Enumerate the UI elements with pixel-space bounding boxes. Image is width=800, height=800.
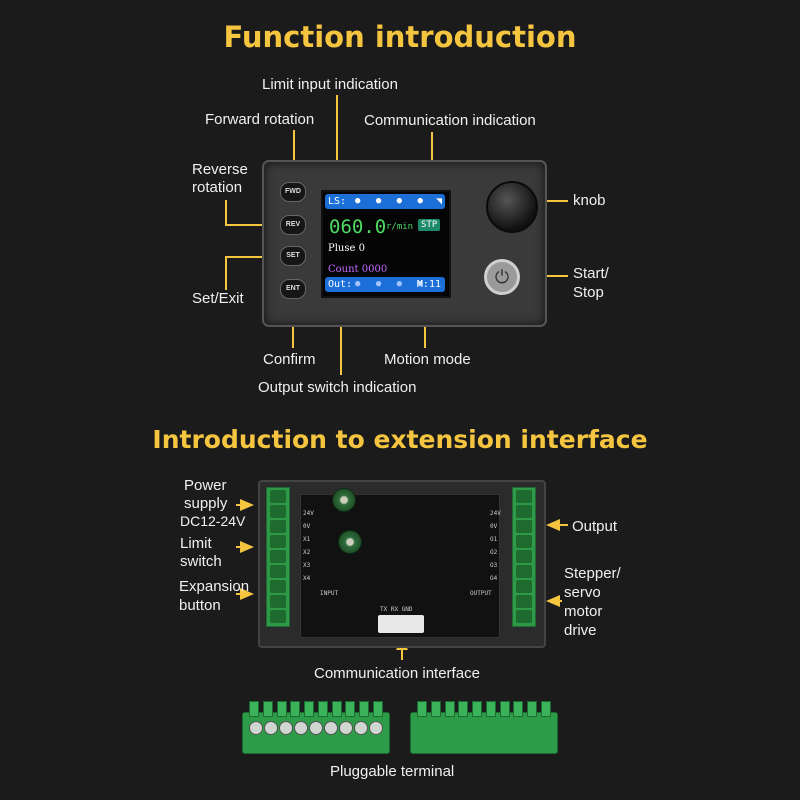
set-button[interactable]: SET (280, 246, 306, 266)
start-stop-label-line2: Stop (573, 284, 604, 301)
silk-comm: TX RX GND (380, 606, 413, 613)
speed-value: 060.0 (329, 216, 387, 238)
pcb (300, 494, 500, 638)
stepper-label-line4: drive (564, 622, 597, 639)
start-stop-label-line1: Start/ (573, 265, 609, 282)
rev-button[interactable]: REV (280, 215, 306, 235)
limit-indicator-dots: ● ● ● ● (355, 196, 428, 206)
silk-right-4: O3 (490, 562, 498, 569)
left-terminal-block (266, 487, 290, 627)
expansion-button-label-line1: Expansion (179, 578, 250, 595)
silk-right-5: O4 (490, 575, 498, 582)
power-supply-voltage: DC12-24V (180, 513, 246, 529)
communication-connector[interactable] (378, 615, 424, 633)
run-state-badge: STP (418, 219, 441, 231)
motion-mode-label: Motion mode (384, 351, 471, 368)
start-stop-button[interactable]: ⏻ (484, 259, 520, 295)
power-supply-label-line2: supply (184, 495, 228, 512)
silk-left-0: 24V (303, 510, 314, 517)
silk-input: INPUT (320, 590, 339, 597)
stepper-label-line2: servo (564, 584, 601, 601)
communication-interface-label: Communication interface (314, 665, 480, 682)
set-exit-label: Set/Exit (192, 290, 244, 307)
extension-title: Introduction to extension interface (152, 425, 648, 454)
forward-label: Forward rotation (205, 111, 315, 128)
reverse-label-line2: rotation (192, 179, 243, 196)
knob-label: knob (573, 192, 606, 209)
silk-right-3: O2 (490, 549, 498, 556)
limit-switch-label-line1: Limit (180, 535, 212, 552)
output-indicator-dots: ● ● ● ● (355, 279, 428, 289)
pluggable-terminal-socket (410, 701, 558, 754)
limit-switch-label-line2: switch (180, 553, 222, 570)
stepper-label-line3: motor (564, 603, 603, 620)
limit-input-label: Limit input indication (262, 76, 398, 93)
power-supply-label-line1: Power (184, 477, 227, 494)
left-silkscreen: 24V 0V X1 X2 X3 X4 (303, 507, 314, 585)
silk-right-0: 24V (490, 510, 501, 517)
reverse-label-line1: Reverse (192, 161, 248, 178)
fwd-button[interactable]: FWD (280, 182, 306, 202)
output-label: Output (572, 518, 618, 535)
right-terminal-block (512, 487, 536, 627)
power-icon: ⏻ (494, 267, 510, 287)
communication-indication-label: Communication indication (364, 112, 536, 129)
silk-left-3: X2 (303, 549, 311, 556)
ls-label: LS: (328, 196, 347, 207)
speed-unit: r/min (386, 222, 414, 232)
confirm-label: Confirm (263, 351, 316, 368)
count-readout: Count 0000 (328, 264, 388, 275)
pluse-readout: Pluse 0 (328, 243, 365, 254)
output-switch-label: Output switch indication (258, 379, 417, 396)
limit-status-bar: LS: ● ● ● ● ◥ (325, 194, 445, 209)
right-silkscreen: 24V 0V O1 O2 O3 O4 (490, 507, 501, 585)
mode-readout: M:11 (416, 279, 441, 290)
silk-right-1: 0V (490, 523, 498, 530)
signal-icon: ◥ (435, 196, 442, 207)
silk-left-2: X1 (303, 536, 311, 543)
silk-left-5: X4 (303, 575, 311, 582)
silk-output: OUTPUT (470, 590, 492, 597)
silk-left-4: X3 (303, 562, 311, 569)
capacitor-2 (338, 530, 362, 554)
rotary-knob[interactable] (486, 181, 538, 233)
stepper-label-line1: Stepper/ (564, 565, 621, 582)
function-title: Function introduction (223, 20, 577, 54)
pluggable-terminal-screw (242, 701, 390, 754)
silk-left-1: 0V (303, 523, 311, 530)
lcd-screen: LS: ● ● ● ● ◥ 060.0 r/min STP Pluse 0 Co… (321, 190, 451, 298)
output-status-bar: Out: ● ● ● ● M:11 (325, 277, 445, 292)
capacitor-1 (332, 488, 356, 512)
pluggable-terminal-label: Pluggable terminal (330, 763, 455, 780)
ent-button[interactable]: ENT (280, 279, 306, 299)
silk-right-2: O1 (490, 536, 498, 543)
expansion-button-label-line2: button (179, 597, 221, 614)
out-label: Out: (328, 279, 353, 290)
